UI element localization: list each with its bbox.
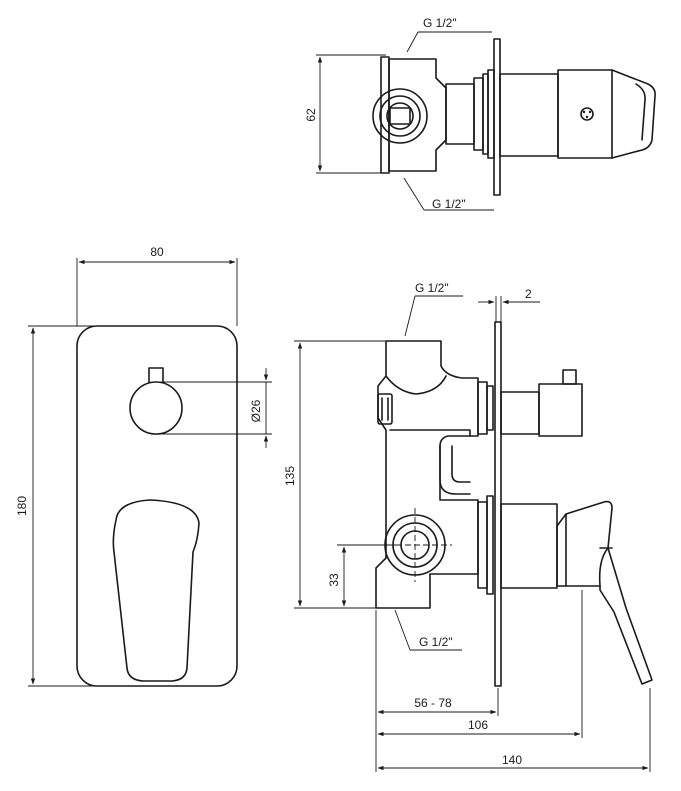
top-thread-top-label: G 1/2" <box>423 16 457 30</box>
total-depth-dim: 140 <box>502 753 522 767</box>
plate-thickness-dim: 2 <box>525 287 532 301</box>
top-height-dim: 62 <box>304 108 318 122</box>
side-thread-top-label: G 1/2" <box>415 281 449 295</box>
side-knob <box>500 369 583 437</box>
depth-range-dim: 56 - 78 <box>414 696 452 710</box>
outlet-height-dim: 33 <box>327 573 341 587</box>
mixer-lever <box>112 499 200 682</box>
top-view: 62 <box>304 16 656 211</box>
front-height-dim: 180 <box>15 496 29 516</box>
top-valve-body <box>372 38 656 196</box>
diverter-knob <box>129 381 183 435</box>
body-height-dim: 135 <box>283 466 297 486</box>
depth-dim: 106 <box>468 718 488 732</box>
side-valve-body <box>375 340 494 609</box>
side-thread-bottom-label: G 1/2" <box>419 635 453 649</box>
front-view: 80 180 Ø26 <box>15 245 272 687</box>
side-lever <box>500 500 653 685</box>
top-thread-bottom-label: G 1/2" <box>432 197 466 211</box>
side-view: 2 G 1/2" 135 33 <box>283 281 653 772</box>
side-cover-plate <box>494 321 502 687</box>
front-width-dim: 80 <box>150 245 164 259</box>
cover-plate <box>76 325 238 687</box>
knob-diameter-dim: Ø26 <box>249 399 263 422</box>
